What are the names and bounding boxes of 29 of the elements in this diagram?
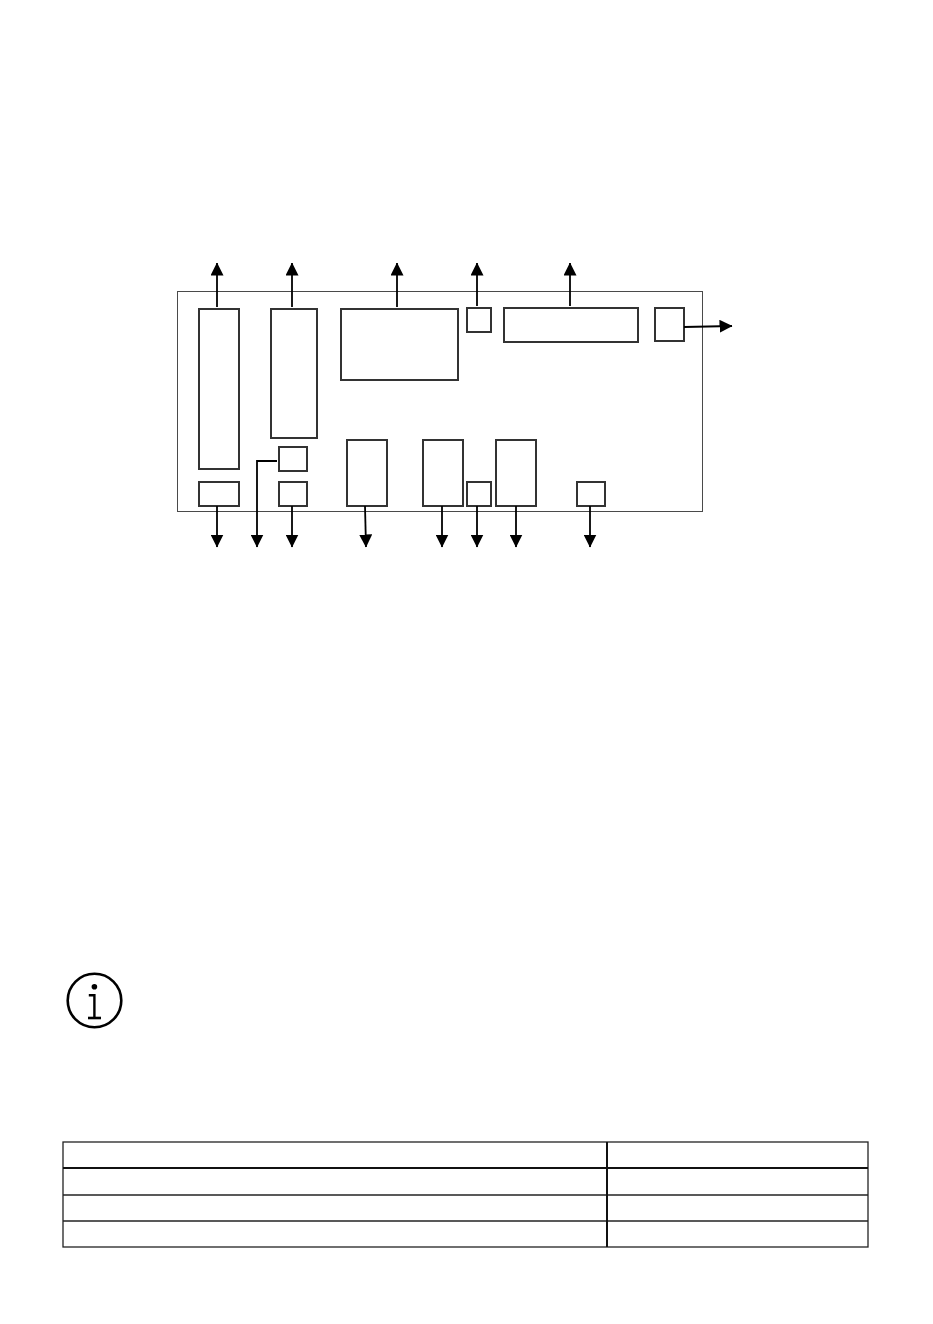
arrow (683, 319, 733, 333)
component-block (422, 439, 464, 507)
component-block (278, 481, 308, 507)
component-block (654, 307, 685, 342)
arrow (210, 262, 224, 308)
component-block (576, 481, 606, 507)
component-block (340, 308, 459, 381)
component-block (278, 446, 308, 472)
arrow (250, 460, 278, 548)
component-block (495, 439, 537, 507)
component-block (466, 307, 492, 333)
board-outline (177, 291, 703, 512)
component-block (346, 439, 388, 507)
arrow (509, 505, 523, 548)
arrow (390, 262, 404, 308)
arrow (470, 505, 484, 548)
arrow (435, 505, 449, 548)
arrow (210, 505, 224, 548)
arrow (470, 262, 484, 307)
component-block (198, 481, 240, 507)
arrow (563, 262, 577, 307)
component-block (198, 308, 240, 470)
arrow (583, 505, 597, 548)
arrow (285, 262, 299, 308)
arrow (359, 505, 373, 548)
component-block (270, 308, 318, 439)
component-block (466, 481, 492, 507)
component-block (503, 307, 639, 343)
arrow (285, 505, 299, 548)
